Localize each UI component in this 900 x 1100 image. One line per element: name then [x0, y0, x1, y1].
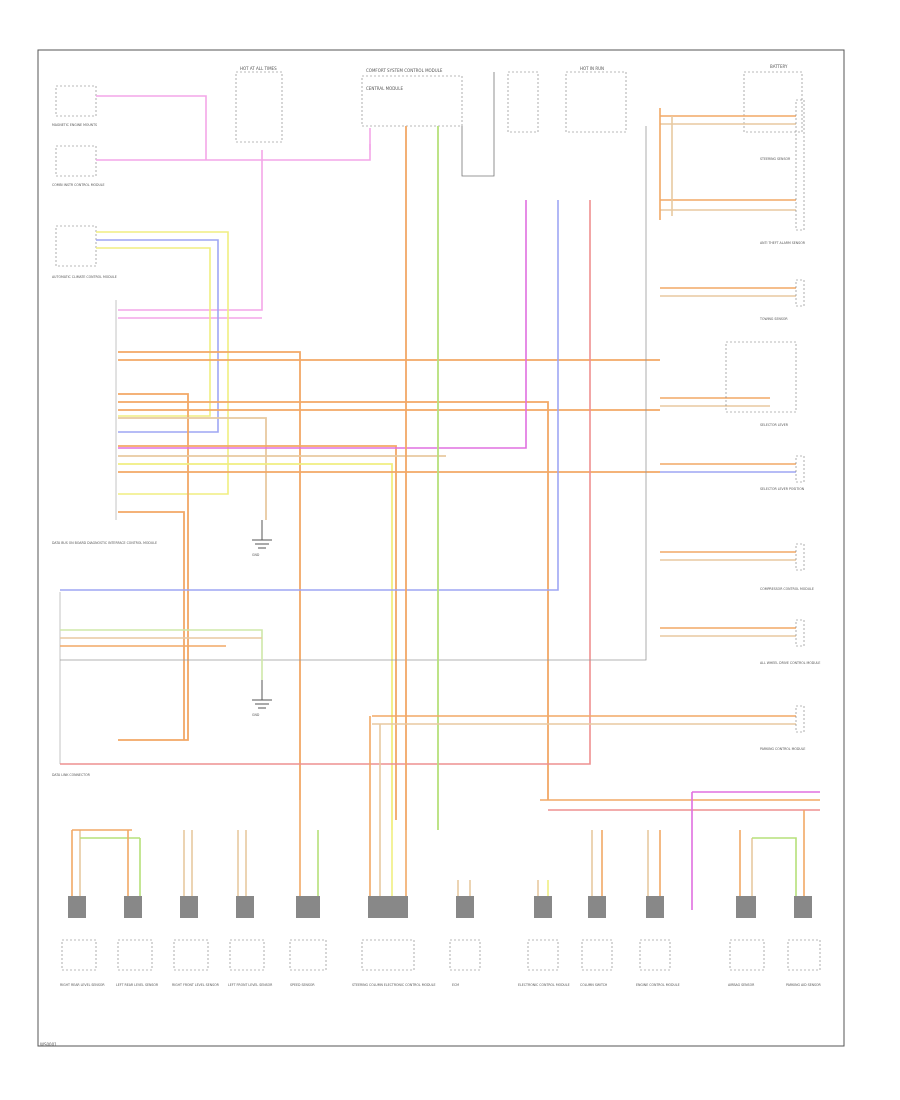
bottom-component-7: ELECTRONIC CONTROL MODULE: [518, 983, 570, 987]
left-component-0: MAGNETIC ENGINE MOUNTS: [52, 123, 97, 127]
pink-wires: [96, 95, 371, 319]
ground-label-1: GND: [252, 713, 260, 717]
battery-label: BATTERY: [770, 64, 788, 69]
bottom-component-0: RIGHT REAR LEVEL SENSOR: [60, 983, 105, 987]
main-connector-pins: [59, 300, 117, 764]
bottom-component-6: ECM: [452, 983, 459, 987]
top-left-components: [55, 71, 803, 267]
bottom-component-3: LEFT FRONT LEVEL SENSOR: [228, 983, 273, 987]
magenta-wire: [118, 200, 527, 449]
top-right-hot-label: HOT IN RUN: [580, 66, 604, 71]
right-component-5: COMPRESSOR CONTROL MODULE: [760, 587, 814, 591]
bottom-component-2: RIGHT FRONT LEVEL SENSOR: [172, 983, 220, 987]
bottom-component-4: SPEED SENSOR: [290, 983, 315, 987]
left-component-4: DATA LINK CONNECTOR: [52, 773, 91, 777]
bottom-component-5: STEERING COLUMN ELECTRONIC CONTROL MODUL…: [352, 983, 436, 987]
right-component-1: ANTI THEFT ALARM SENSOR: [760, 241, 806, 245]
text-labels: HOT AT ALL TIMES COMFORT SYSTEM CONTROL …: [40, 64, 822, 1047]
red-wire: [60, 200, 591, 765]
bottom-component-8: COLUMN SWITCH: [580, 983, 608, 987]
ground-label-0: GND: [252, 553, 260, 557]
climate-wires: [96, 231, 229, 495]
right-sensor-wires: [372, 108, 796, 725]
central-module-label: COMFORT SYSTEM CONTROL MODULE: [366, 68, 443, 73]
right-component-0: STEERING SENSOR: [760, 157, 791, 161]
bottom-connector-group: [61, 716, 821, 971]
diagram-frame: [37, 49, 845, 1047]
bottom-component-1: LEFT REAR LEVEL SENSOR: [116, 983, 159, 987]
left-component-3: DATA BUS ON BOARD DIAGNOSTIC INTERFACE C…: [52, 541, 157, 545]
central-module-drops: [405, 72, 495, 830]
right-component-2: TOWING SENSOR: [759, 317, 788, 321]
dlc-wires: [60, 629, 263, 680]
bottom-component-9: ENGINE CONTROL MODULE: [636, 983, 680, 987]
left-component-1: COMBI INSTR CONTROL MODULE: [52, 183, 105, 187]
footer-code: WS0001: [40, 1042, 57, 1047]
right-component-7: PARKING CONTROL MODULE: [760, 747, 805, 751]
right-component-4: SELECTOR LEVER POSITION: [760, 487, 805, 491]
left-component-2: AUTOMATIC CLIMATE CONTROL MODULE: [52, 275, 117, 279]
bottom-component-11: PARKING AID SENSOR: [786, 983, 822, 987]
orange-bus: [118, 351, 660, 830]
right-component-3: SELECTOR LEVER: [760, 423, 789, 427]
ground-symbols: [252, 520, 272, 709]
bottom-component-10: AIRBAG SENSOR: [728, 983, 755, 987]
right-components: [725, 99, 805, 733]
bottom-right-bus: [540, 791, 820, 910]
gray-wire: [60, 126, 647, 661]
right-component-6: ALL WHEEL DRIVE CONTROL MODULE: [760, 661, 820, 665]
blue-wire: [60, 200, 559, 591]
central-module-label-2: CENTRAL MODULE: [366, 86, 403, 91]
top-left-hot-label: HOT AT ALL TIMES: [240, 66, 277, 71]
